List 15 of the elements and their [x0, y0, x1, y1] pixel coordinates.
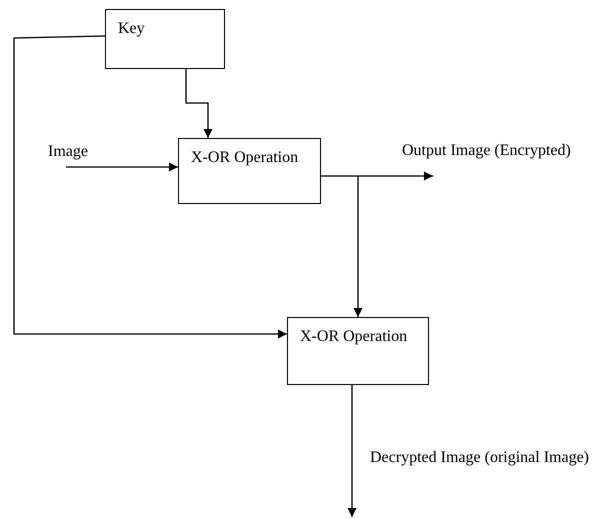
- node-label: Output Image (Encrypted): [402, 142, 592, 162]
- process-box: [178, 138, 321, 204]
- arrow: [321, 172, 433, 180]
- arrow: [185, 69, 212, 138]
- box-label: Key: [118, 20, 145, 38]
- arrow: [354, 176, 362, 317]
- node-label: Image: [48, 143, 96, 163]
- box-label: X-OR Operation: [191, 149, 298, 167]
- arrow: [13, 35, 287, 338]
- arrow: [348, 385, 356, 517]
- process-box: [287, 317, 429, 385]
- process-box: [105, 9, 225, 69]
- box-label: X-OR Operation: [300, 328, 408, 346]
- edge-label: Decrypted Image (original Image): [370, 449, 590, 467]
- arrow: [66, 162, 178, 172]
